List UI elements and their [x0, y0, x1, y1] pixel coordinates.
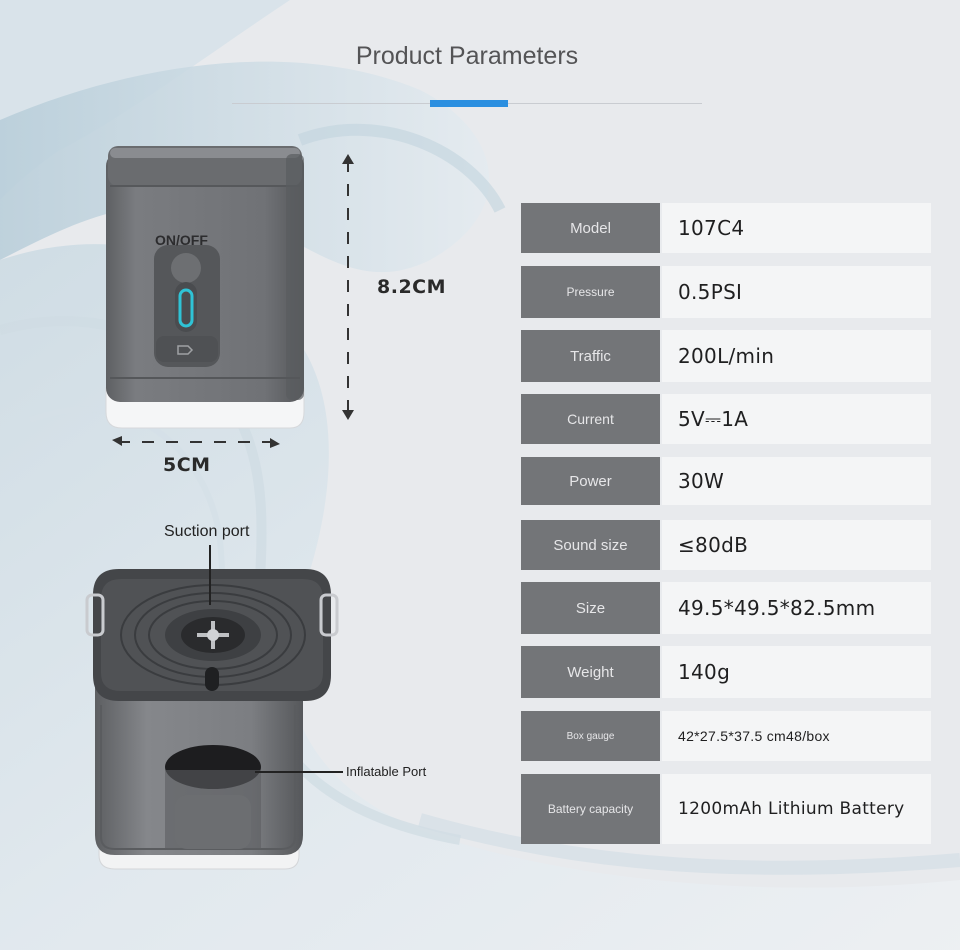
suction-port-label: Suction port: [164, 523, 250, 540]
param-label: Power: [521, 457, 660, 505]
width-dimension-arrow: [112, 436, 280, 448]
param-label: Sound size: [521, 520, 660, 570]
inflatable-port-label: Inflatable Port: [346, 764, 427, 779]
param-row-model: Model 107C4: [521, 203, 931, 253]
param-value: 42*27.5*37.5 cm48/box: [662, 711, 931, 761]
param-label: Box gauge: [521, 711, 660, 761]
param-value: 140g: [662, 646, 931, 698]
param-label: Size: [521, 582, 660, 634]
param-label: Current: [521, 394, 660, 444]
title-accent-bar: [430, 100, 508, 107]
param-value: 107C4: [662, 203, 931, 253]
height-dimension-arrow: [342, 154, 354, 420]
param-value: 200L/min: [662, 330, 931, 382]
param-row-box-gauge: Box gauge 42*27.5*37.5 cm48/box: [521, 711, 931, 761]
param-row-battery: Battery capacity 1200mAh Lithium Battery: [521, 774, 931, 844]
param-row-pressure: Pressure 0.5PSI: [521, 266, 931, 318]
param-value: 0.5PSI: [662, 266, 931, 318]
param-value: ≤80dB: [662, 520, 931, 570]
param-label: Weight: [521, 646, 660, 698]
param-label: Traffic: [521, 330, 660, 382]
param-row-weight: Weight 140g: [521, 646, 931, 698]
param-label: Pressure: [521, 266, 660, 318]
param-row-power: Power 30W: [521, 457, 931, 505]
param-label: Model: [521, 203, 660, 253]
param-value: 30W: [662, 457, 931, 505]
param-value: 49.5*49.5*82.5mm: [662, 582, 931, 634]
inflate-callout-line: [255, 771, 343, 773]
param-row-current: Current 5V⎓1A: [521, 394, 931, 444]
param-row-size: Size 49.5*49.5*82.5mm: [521, 582, 931, 634]
param-label: Battery capacity: [521, 774, 660, 844]
param-value: 1200mAh Lithium Battery: [662, 774, 931, 844]
param-value: 5V⎓1A: [662, 394, 931, 444]
suction-callout-line: [209, 545, 211, 605]
height-label: 8.2CM: [377, 276, 447, 298]
on-off-label: ON/OFF: [155, 232, 208, 248]
pump-rear-view: [85, 569, 339, 870]
width-label: 5CM: [163, 454, 211, 476]
param-row-traffic: Traffic 200L/min: [521, 330, 931, 382]
page-title: Product Parameters: [355, 42, 579, 70]
pump-front-view: [105, 146, 305, 429]
param-row-sound: Sound size ≤80dB: [521, 520, 931, 570]
